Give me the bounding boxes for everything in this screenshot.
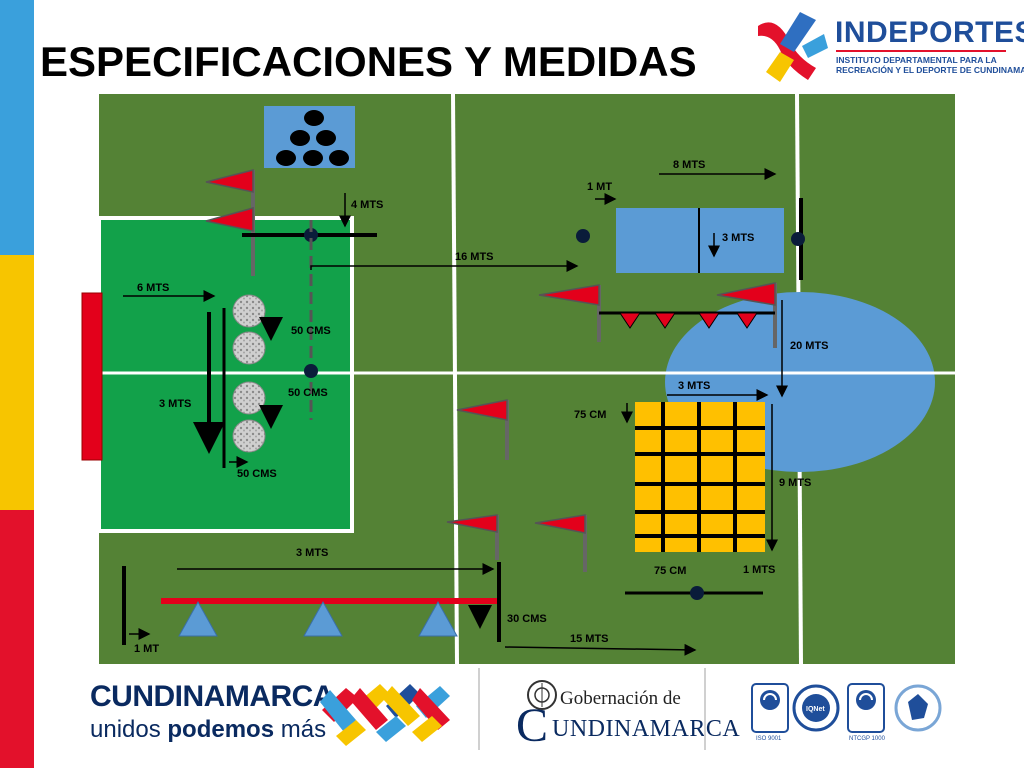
indeportes-subtitle-2: RECREACIÓN Y EL DEPORTE DE CUNDINAMARCA [836, 65, 1024, 75]
label-16mts: 16 MTS [455, 251, 494, 263]
ball-icon [576, 229, 590, 243]
label-20mts: 20 MTS [790, 340, 829, 352]
cert-ntcgp-icon [847, 683, 885, 733]
label-3mts-grid: 3 MTS [678, 380, 710, 392]
certification-seals: ISO 9001 IQNet NTCGP 1000 [748, 682, 978, 742]
cundinamarca-wordmark: CUNDINAMARCA [90, 680, 334, 713]
label-8mts: 8 MTS [673, 159, 705, 171]
cundinamarca-slogan: unidos podemos más [90, 716, 326, 744]
triangle-marker-icon [178, 600, 458, 637]
yellow-grid-zone [635, 402, 765, 552]
cundinamarca-emblem-icon [320, 684, 450, 746]
label-6mts: 6 MTS [137, 282, 169, 294]
stripe-yellow [0, 255, 34, 510]
slogan-part-2: podemos [167, 716, 275, 743]
cert1-label: ISO 9001 [756, 736, 782, 742]
label-3mts-left: 3 MTS [159, 398, 191, 410]
flag-icon [446, 514, 499, 560]
label-4mts: 4 MTS [351, 199, 383, 211]
ball-icon [791, 232, 805, 246]
label-1mt-bottom: 1 MT [134, 643, 159, 655]
gobernacion-line2: UNDINAMARCA [552, 716, 741, 742]
label-3mts-box: 3 MTS [722, 232, 754, 244]
flag-icon [534, 514, 587, 572]
slogan-part-1: unidos [90, 716, 168, 743]
label-50cms-b: 50 CMS [288, 387, 328, 399]
cert2-label: IQNet [806, 706, 825, 713]
triangle-marker-icon [619, 312, 758, 329]
footer-divider-2 [704, 668, 706, 750]
red-goal-bar [81, 292, 103, 461]
indeportes-logo: INDEPORTES INSTITUTO DEPARTAMENTAL PARA … [750, 6, 1024, 86]
cert-icontec-icon [751, 683, 789, 733]
gobernacion-logo: Gobernación de C UNDINAMARCA [516, 678, 740, 758]
ball-icon [304, 364, 318, 378]
balls-stack-icon [276, 110, 349, 166]
stripe-blue [0, 0, 34, 255]
label-75cm-bottom: 75 CM [654, 565, 686, 577]
label-1mts: 1 MTS [743, 564, 775, 576]
ball-icon [304, 228, 318, 242]
flag-icon [456, 399, 509, 460]
indeportes-emblem-icon [758, 12, 828, 82]
footer-divider [478, 668, 480, 750]
indeportes-underline [836, 50, 1006, 52]
page-title: ESPECIFICACIONES Y MEDIDAS [40, 38, 697, 85]
label-15mts: 15 MTS [570, 633, 609, 645]
label-50cms-c: 50 CMS [237, 468, 277, 480]
stripe-red [0, 510, 34, 768]
cone-icon [232, 419, 266, 453]
label-50cms-a: 50 CMS [291, 325, 331, 337]
flag-icon [716, 282, 777, 348]
cone-icon [232, 331, 266, 365]
label-9mts: 9 MTS [779, 477, 811, 489]
label-75cm-top: 75 CM [574, 409, 606, 421]
cone-icon [232, 381, 266, 415]
cone-icon [232, 294, 266, 328]
label-1mt-top: 1 MT [587, 181, 612, 193]
label-30cms: 30 CMS [507, 613, 547, 625]
coat-of-arms-icon [527, 680, 557, 710]
cert-map-icon [894, 684, 942, 732]
gobernacion-line1: Gobernación de [560, 688, 681, 709]
ball-icon [690, 586, 704, 600]
label-3mts-bottom: 3 MTS [296, 547, 328, 559]
cundinamarca-logo: CUNDINAMARCA unidos podemos más [90, 676, 510, 761]
indeportes-subtitle-1: INSTITUTO DEPARTAMENTAL PARA LA [836, 55, 997, 65]
cert3-label: NTCGP 1000 [849, 736, 886, 742]
gobernacion-initial: C [516, 699, 549, 752]
slogan-part-3: más [274, 716, 327, 743]
flag-icon [205, 169, 255, 276]
cert-iqnet-icon [792, 684, 840, 732]
footer-logos: CUNDINAMARCA unidos podemos más [36, 668, 1024, 768]
indeportes-wordmark: INDEPORTES [835, 16, 1024, 49]
field-diagram: 4 MTS 8 MTS 1 MT 3 MTS 16 MTS 6 MTS 50 C… [77, 90, 957, 667]
field-svg: 4 MTS 8 MTS 1 MT 3 MTS 16 MTS 6 MTS 50 C… [77, 90, 957, 667]
cert-seals-svg: ISO 9001 IQNet NTCGP 1000 [751, 683, 942, 742]
